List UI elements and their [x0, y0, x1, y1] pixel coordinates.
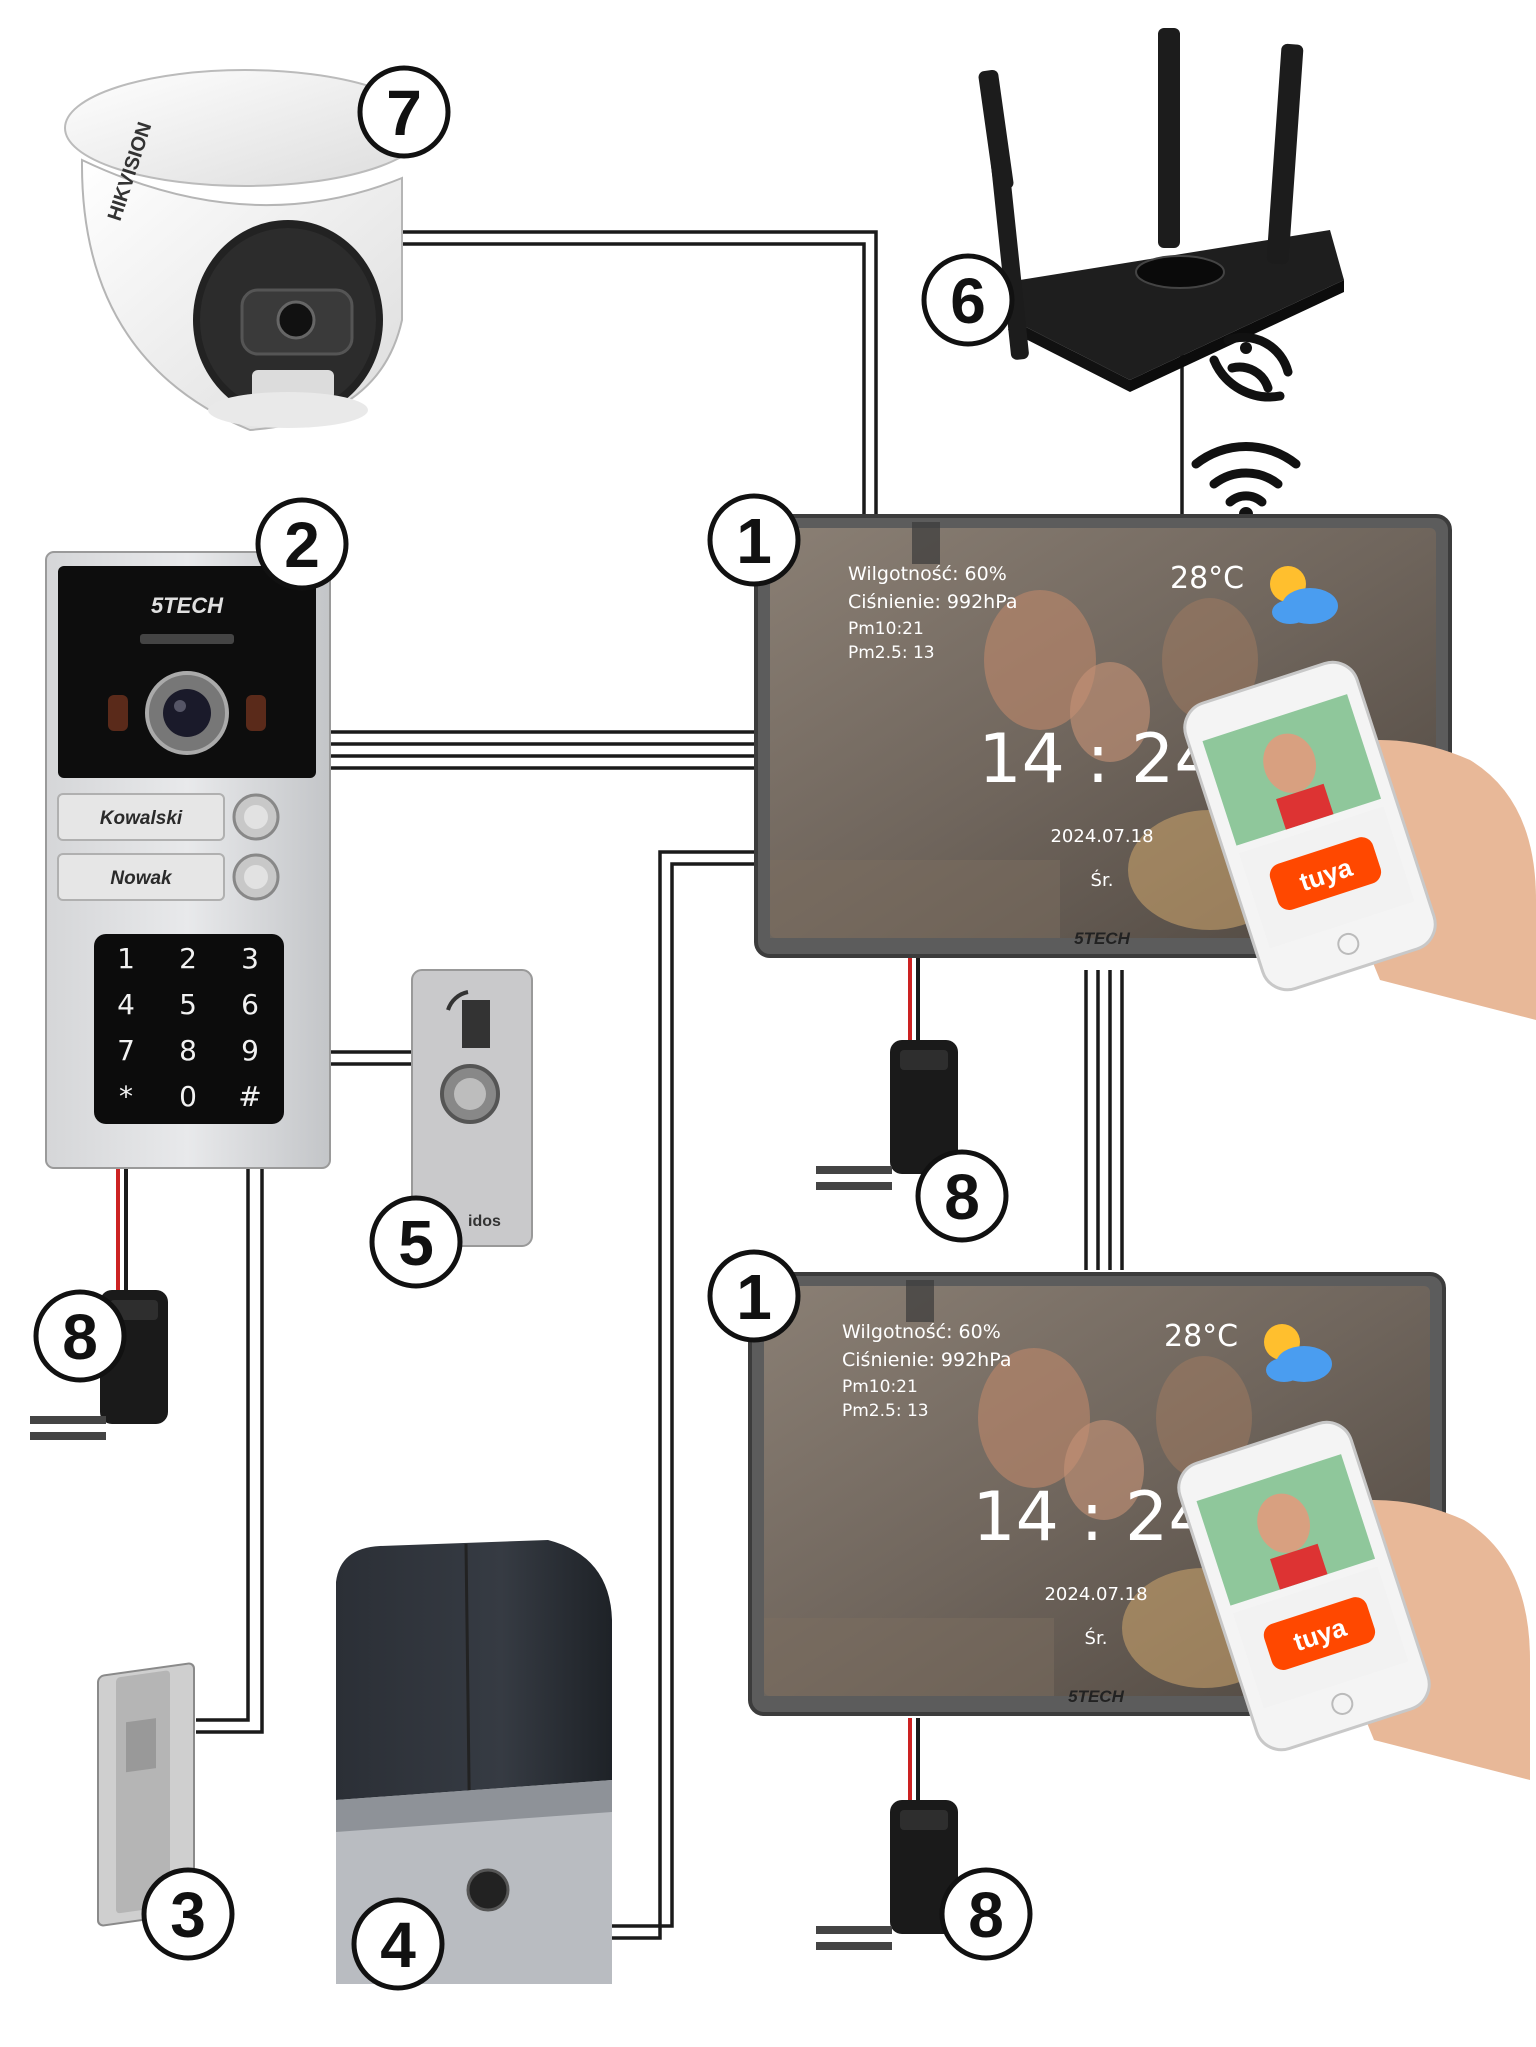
badge-1-top-label: 1	[736, 505, 772, 577]
wifi-icon	[1191, 442, 1301, 521]
monitor-1-weekday: Śr.	[1091, 869, 1114, 891]
name-plate-kowalski	[57, 793, 225, 841]
monitor-1-pm25: Pm2.5: 13	[848, 643, 935, 663]
monitor-1-temperature: 28°C	[1170, 561, 1244, 596]
tuya-logo-2	[1263, 1597, 1376, 1670]
door-station-brand: 5TECH	[151, 593, 224, 618]
router-antenna	[989, 140, 1029, 360]
keypad-keys[interactable]: 1 2 3 4 5 6 7 8 9 * 0 #	[117, 942, 262, 1113]
monitor-2-temperature: 28°C	[1164, 1319, 1238, 1354]
badge-2-label: 2	[284, 509, 320, 581]
wiring	[196, 230, 1184, 1940]
badge-5-label: 5	[398, 1207, 434, 1279]
keypad-key-hash[interactable]: #	[238, 1080, 261, 1113]
badge-8-monitor-1-label: 8	[944, 1161, 980, 1233]
wire-lock	[196, 1168, 250, 1722]
badge-5: 5	[369, 1195, 463, 1289]
exit-button-brand: idos	[468, 1213, 501, 1230]
door-icon	[462, 1000, 490, 1048]
monitor-1-clock: 14 : 24	[978, 720, 1217, 799]
badge-1-top: 1	[707, 493, 801, 587]
keypad	[94, 934, 284, 1124]
badge-3: 3	[141, 1867, 235, 1961]
badge-4-label: 4	[380, 1909, 416, 1981]
monitor-2-clock: 14 : 24	[972, 1478, 1211, 1557]
power-adapter-monitor-1	[816, 1040, 958, 1190]
badge-8-label: 8	[62, 1301, 98, 1373]
badge-1-bottom: 1	[707, 1249, 801, 1343]
badge-6: 6	[921, 253, 1015, 347]
monitor-1-brand: 5TECH	[1074, 929, 1130, 948]
keypad-key-8[interactable]: 8	[179, 1034, 197, 1067]
monitor-2-brand: 5TECH	[1068, 1687, 1124, 1706]
tuya-logo-1	[1269, 837, 1382, 910]
router	[978, 28, 1344, 392]
keypad-key-3[interactable]: 3	[241, 942, 259, 975]
weather-sun-cloud-icon	[1264, 1324, 1332, 1382]
badge-7-label: 7	[386, 77, 422, 149]
monitor-2-pm25: Pm2.5: 13	[842, 1401, 929, 1421]
badge-8-monitor-2: 8	[939, 1867, 1033, 1961]
keypad-key-0[interactable]: 0	[179, 1080, 197, 1113]
keypad-key-6[interactable]: 6	[241, 988, 259, 1021]
name-kowalski: Kowalski	[100, 808, 183, 829]
badge-8-monitor-2-label: 8	[968, 1879, 1004, 1951]
wireless-signal-icon	[1209, 332, 1293, 402]
name-nowak: Nowak	[110, 868, 173, 889]
camera-lens	[276, 300, 316, 340]
monitor-2-weekday: Śr.	[1085, 1627, 1108, 1649]
smartphone-2: tuya	[1177, 1420, 1530, 1780]
keypad-key-5[interactable]: 5	[179, 988, 197, 1021]
badge-3-label: 3	[170, 1879, 206, 1951]
monitor-2-pm10: Pm10:21	[842, 1377, 918, 1397]
monitor-1-pressure: Ciśnienie: 992hPa	[848, 591, 1017, 613]
smartphone-1: tuya	[1183, 660, 1536, 1020]
door-station: 5TECH Kowalski Nowak 1 2 3 4 5 6 7 8 9 * 0 #	[45, 551, 331, 1169]
plug-pin	[30, 1416, 106, 1424]
monitor-2-date: 2024.07.18	[1044, 1584, 1147, 1605]
weather-sun-cloud-icon	[1270, 566, 1338, 624]
badge-7: 7	[357, 65, 451, 159]
badge-8-monitor-1: 8	[915, 1149, 1009, 1243]
motor-release-knob	[466, 1868, 510, 1912]
monitor-2-humidity: Wilgotność: 60%	[842, 1321, 1001, 1343]
keypad-key-1[interactable]: 1	[117, 942, 135, 975]
wire-camera-monitor	[392, 230, 878, 520]
monitor-1-date: 2024.07.18	[1050, 826, 1153, 847]
keypad-key-4[interactable]: 4	[117, 988, 135, 1021]
dome-camera: HIKVISION	[64, 69, 426, 432]
badge-4: 4	[351, 1897, 445, 1991]
name-plate-nowak	[57, 853, 225, 901]
wire-gate-monitor	[600, 850, 760, 1940]
electric-lock	[97, 1662, 195, 1927]
gate-motor	[336, 1540, 612, 1984]
monitor-1-pm10: Pm10:21	[848, 619, 924, 639]
keypad-key-7[interactable]: 7	[117, 1034, 135, 1067]
keypad-key-star[interactable]: *	[119, 1080, 133, 1113]
keypad-key-9[interactable]: 9	[241, 1034, 259, 1067]
monitor-1-humidity: Wilgotność: 60%	[848, 563, 1007, 585]
monitor-2-pressure: Ciśnienie: 992hPa	[842, 1349, 1011, 1371]
power-wiring	[116, 958, 920, 1810]
power-adapter-monitor-2	[816, 1800, 958, 1950]
badge-2: 2	[255, 497, 349, 591]
badge-8-doorstation: 8	[33, 1289, 127, 1383]
badge-6-label: 6	[950, 265, 986, 337]
speaker-grille	[140, 634, 234, 644]
exit-button: idos	[411, 969, 533, 1247]
keypad-key-2[interactable]: 2	[179, 942, 197, 975]
badge-1-bottom-label: 1	[736, 1261, 772, 1333]
